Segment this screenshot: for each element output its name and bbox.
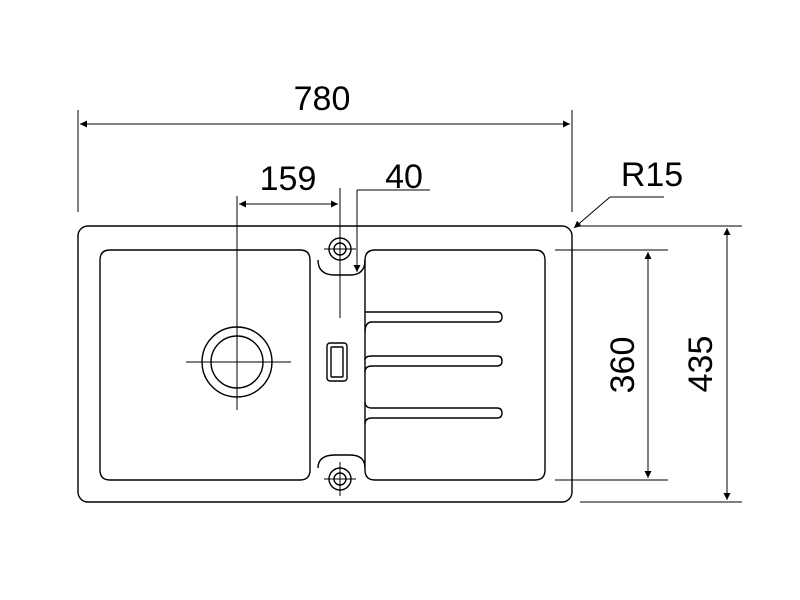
tap-hole-icon bbox=[324, 188, 356, 318]
drainer-groove-2 bbox=[364, 355, 503, 373]
drain-icon bbox=[186, 196, 291, 410]
dimension-label-overall-depth: 435 bbox=[682, 336, 720, 393]
overflow-icon bbox=[326, 342, 348, 382]
dimension-label-bowl-offset: 159 bbox=[260, 160, 317, 198]
drainer-groove-3 bbox=[364, 401, 503, 425]
dimension-bowl-offset: 159 bbox=[239, 160, 338, 208]
sink-bowl bbox=[99, 249, 311, 481]
dimension-corner-radius: R15 bbox=[573, 156, 683, 229]
dimension-bowl-depth: 360 bbox=[555, 249, 668, 481]
dimension-divider-width: 40 bbox=[353, 158, 430, 272]
sink-drainer bbox=[364, 249, 546, 481]
dimension-label-divider-width: 40 bbox=[385, 158, 423, 196]
drainer-groove-1 bbox=[364, 311, 503, 333]
dimension-overall-depth: 435 bbox=[580, 225, 742, 503]
dimension-label-bowl-depth: 360 bbox=[604, 337, 642, 394]
dimension-label-corner-radius: R15 bbox=[621, 156, 683, 194]
sink-divider-bottom bbox=[317, 454, 366, 469]
sink-outline bbox=[77, 225, 573, 503]
sink-divider bbox=[317, 259, 366, 276]
dimension-overall-width: 780 bbox=[77, 80, 573, 212]
dimension-label-overall-width: 780 bbox=[294, 80, 351, 118]
tap-hole-icon bbox=[324, 462, 356, 496]
